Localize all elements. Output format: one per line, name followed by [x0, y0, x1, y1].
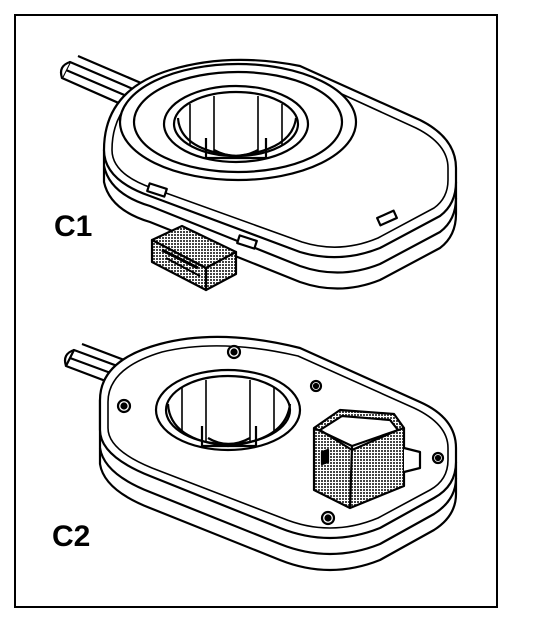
figure-frame: [14, 14, 498, 608]
sensor-c2: [63, 335, 458, 572]
connector-c2: [312, 408, 422, 510]
label-c2: C2: [52, 520, 91, 553]
sensor-c1: [59, 54, 458, 292]
hub-c2: [154, 368, 302, 452]
label-c1: C1: [54, 210, 93, 243]
connector-c1: [150, 224, 238, 292]
